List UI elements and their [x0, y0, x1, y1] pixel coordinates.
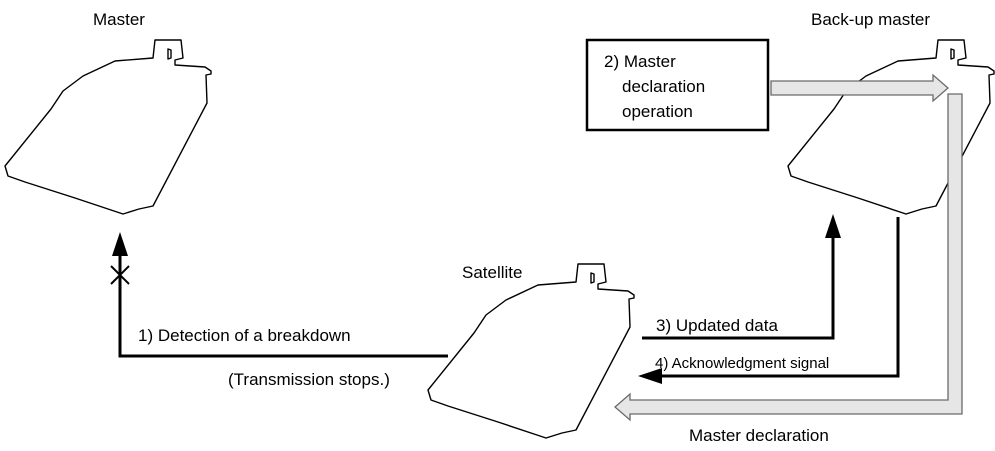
- x-mark-icon: [110, 265, 130, 285]
- backup-master-label: Back-up master: [811, 10, 930, 29]
- left-arrowhead-icon: [638, 368, 662, 384]
- step3-label: 3) Updated data: [656, 316, 778, 335]
- satellite-terminal-icon: [427, 263, 635, 439]
- master-label: Master: [93, 10, 145, 29]
- step2-label-line1: 2) Master: [604, 52, 676, 71]
- step2-label-line3: operation: [622, 102, 693, 121]
- master-declaration-operation-arrow: [770, 73, 949, 103]
- master-declaration-operation-box: [585, 38, 770, 132]
- step1-note: (Transmission stops.): [228, 370, 390, 389]
- up-arrowhead-icon: [112, 232, 128, 256]
- up-arrowhead-icon: [825, 214, 841, 238]
- step2-label-line2: declaration: [622, 77, 705, 96]
- master-declaration-label: Master declaration: [689, 426, 829, 445]
- step1-label: 1) Detection of a breakdown: [138, 326, 351, 345]
- acknowledgment-signal-line: [638, 217, 900, 384]
- detection-of-breakdown-line: [110, 232, 448, 358]
- backup-master-terminal-icon: [787, 39, 995, 215]
- step4-label: 4) Acknowledgment signal: [655, 355, 829, 372]
- master-terminal-icon: [4, 39, 212, 215]
- master-declaration-broadcast-arrow: [614, 93, 963, 422]
- updated-data-line: [642, 214, 841, 340]
- satellite-label: Satellite: [462, 263, 522, 282]
